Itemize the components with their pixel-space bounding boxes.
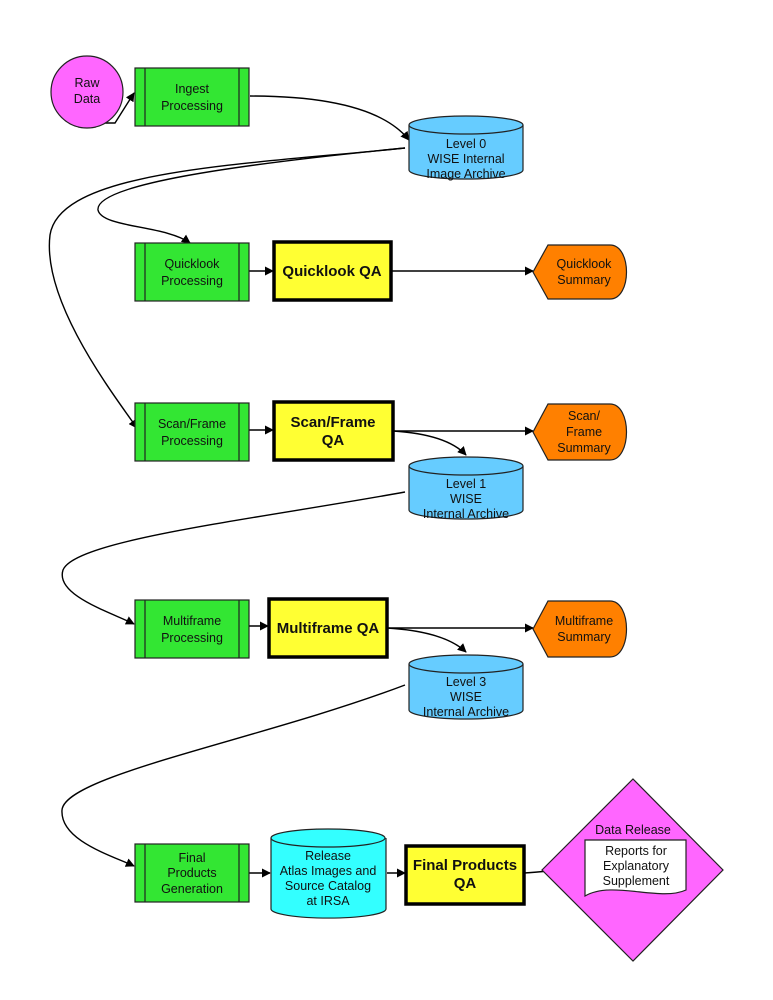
scanframe-proc-label-2: Processing <box>161 434 223 448</box>
raw-data-label-2: Data <box>74 92 100 106</box>
quicklook-qa-box <box>272 240 393 302</box>
scanframe-qa-label-2: QA <box>322 432 345 449</box>
quicklook-summary-shape <box>532 244 628 300</box>
release-label-1: Release <box>305 849 351 863</box>
quicklook-proc-label-1: Quicklook <box>165 257 221 271</box>
edge-level3-to-final-gen <box>61 684 406 867</box>
multiframe-processing-node: Multiframe Processing <box>134 599 250 659</box>
level0-label-1: Level 0 <box>446 137 486 151</box>
level0-archive-node: Level 0 WISE Internal Image Archive <box>408 115 524 181</box>
multiframe-qa-label: Multiframe QA <box>277 620 380 637</box>
multiframe-summary-label-1: Multiframe <box>555 614 613 628</box>
scanframe-summary-label-1: Scan/ <box>568 409 600 423</box>
quicklook-processing-node: Quicklook Processing <box>134 242 250 302</box>
level3-archive-node: Level 3 WISE Internal Archive <box>408 654 524 720</box>
reports-label-1: Reports for <box>605 844 667 858</box>
final-gen-label-1: Final <box>178 851 205 865</box>
scanframe-qa-box <box>272 400 395 462</box>
scanframe-proc-label-1: Scan/Frame <box>158 417 226 431</box>
reports-label-2: Explanatory <box>603 859 670 873</box>
level1-label-2: WISE <box>450 492 482 506</box>
final-generation-node: Final Products Generation <box>134 843 250 903</box>
scanframe-proc-box <box>134 402 250 462</box>
final-gen-label-3: Generation <box>161 882 223 896</box>
raw-data-circle <box>50 55 124 129</box>
raw-data-node: Raw Data <box>50 55 124 129</box>
release-label-2: Atlas Images and <box>280 864 377 878</box>
release-label-4: at IRSA <box>306 894 350 908</box>
multiframe-summary-label-2: Summary <box>557 630 611 644</box>
quicklook-summary-label-2: Summary <box>557 273 611 287</box>
multiframe-proc-label-1: Multiframe <box>163 614 221 628</box>
level0-label-3: Image Archive <box>426 167 505 181</box>
final-qa-node: Final Products QA <box>404 844 526 906</box>
quicklook-proc-label-2: Processing <box>161 274 223 288</box>
ingest-label-2: Processing <box>161 99 223 113</box>
scanframe-qa-node: Scan/Frame QA <box>272 400 395 462</box>
multiframe-qa-node: Multiframe QA <box>267 597 389 659</box>
quicklook-qa-node: Quicklook QA <box>272 240 393 302</box>
edge-level0-to-scanframe <box>48 147 406 429</box>
edge-raw-to-ingest <box>88 92 135 124</box>
quicklook-qa-label: Quicklook QA <box>282 263 381 280</box>
reports-document-shape <box>584 839 687 898</box>
level3-label-2: WISE <box>450 690 482 704</box>
level1-label-1: Level 1 <box>446 477 486 491</box>
quicklook-summary-node: Quicklook Summary <box>532 244 628 300</box>
quicklook-summary-label-1: Quicklook <box>557 257 613 271</box>
edge-multiframe-qa-to-level3 <box>386 627 467 653</box>
level3-label-3: Internal Archive <box>423 705 509 719</box>
ingest-processing-node: Ingest Processing <box>134 67 250 127</box>
scanframe-qa-label-1: Scan/Frame <box>290 414 375 431</box>
scanframe-summary-shape <box>532 403 628 461</box>
release-archive-node: Release Atlas Images and Source Catalog … <box>270 828 387 919</box>
ingest-box <box>134 67 250 127</box>
multiframe-proc-label-2: Processing <box>161 631 223 645</box>
multiframe-qa-box <box>267 597 389 659</box>
raw-data-label-1: Raw <box>74 76 100 90</box>
ingest-label-1: Ingest <box>175 82 210 96</box>
edge-level0-to-quicklook <box>97 147 406 244</box>
final-qa-label-2: QA <box>454 875 477 892</box>
scanframe-processing-node: Scan/Frame Processing <box>134 402 250 462</box>
level1-label-3: Internal Archive <box>423 507 509 521</box>
scanframe-summary-label-2: Frame <box>566 425 602 439</box>
edge-level1-to-multiframe <box>61 491 406 625</box>
edge-scanframe-qa-to-level1 <box>392 430 467 456</box>
edge-ingest-to-level0 <box>249 95 410 141</box>
level3-label-1: Level 3 <box>446 675 486 689</box>
final-qa-box <box>404 844 526 906</box>
level1-archive-node: Level 1 WISE Internal Archive <box>408 456 524 521</box>
multiframe-proc-box <box>134 599 250 659</box>
final-gen-label-2: Products <box>167 866 216 880</box>
release-label-3: Source Catalog <box>285 879 371 893</box>
quicklook-proc-box <box>134 242 250 302</box>
data-release-node: Data Release Reports for Explanatory Sup… <box>541 778 724 962</box>
multiframe-summary-node: Multiframe Summary <box>532 600 628 658</box>
scanframe-summary-label-3: Summary <box>557 441 611 455</box>
final-gen-box <box>134 843 250 903</box>
data-release-label: Data Release <box>595 823 671 837</box>
scanframe-summary-node: Scan/ Frame Summary <box>532 403 628 461</box>
level0-label-2: WISE Internal <box>427 152 504 166</box>
reports-label-3: Supplement <box>603 874 670 888</box>
edges <box>48 92 585 878</box>
multiframe-summary-shape <box>532 600 628 658</box>
final-qa-label-1: Final Products <box>413 857 517 874</box>
